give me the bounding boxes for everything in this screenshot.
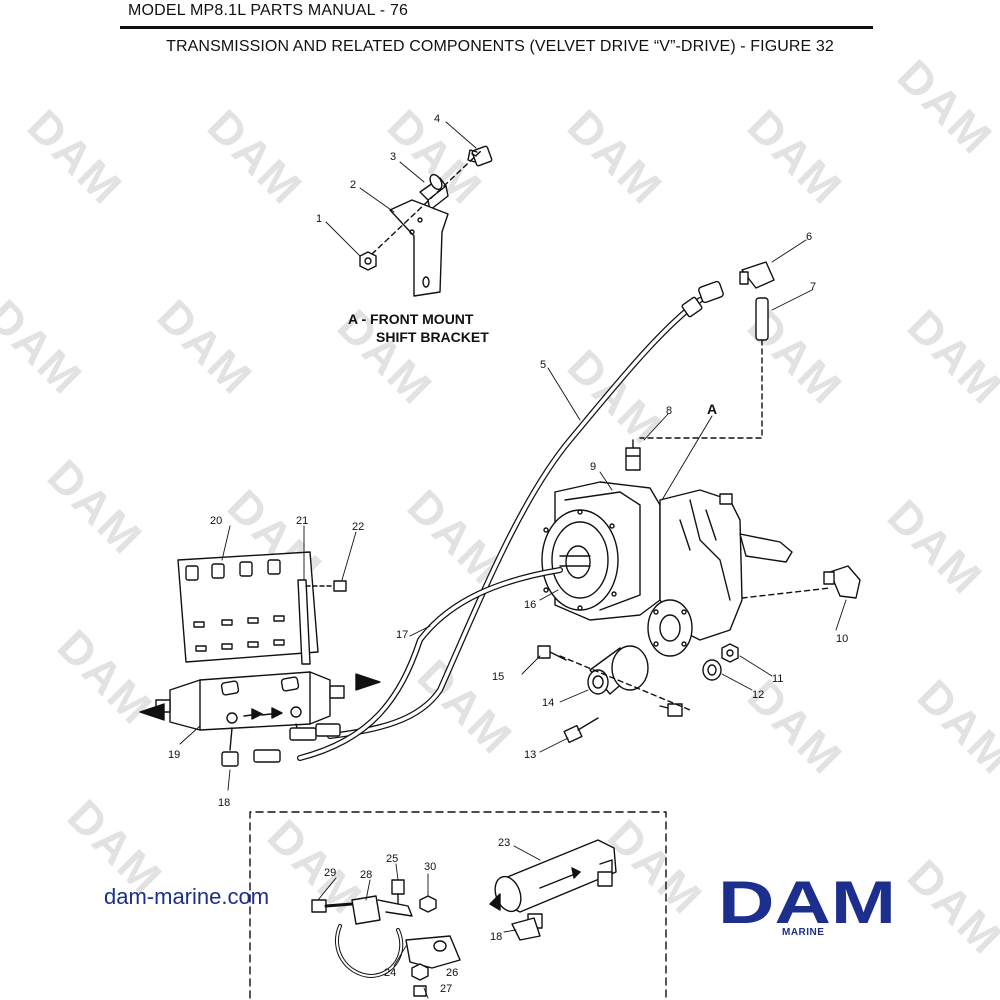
callout-9: 9 (590, 461, 596, 473)
transmission-housing (541, 439, 743, 657)
screw-part-22 (305, 580, 347, 592)
callout-23: 23 (498, 837, 510, 849)
callout-21: 21 (296, 515, 308, 527)
callout-3: 3 (390, 151, 396, 163)
figure-title: TRANSMISSION AND RELATED COMPONENTS (VEL… (166, 38, 834, 55)
clamp-assembly (311, 879, 461, 997)
callout-5: 5 (540, 359, 546, 371)
hose-part-5 (327, 280, 724, 739)
callout-4: 4 (434, 113, 440, 125)
callout-25: 25 (386, 853, 398, 865)
callout-20: 20 (210, 515, 222, 527)
elbow-fitting-part-6 (739, 261, 775, 289)
header-rule (120, 26, 873, 29)
fitting-part-10 (739, 533, 861, 599)
strap-part-21 (297, 579, 311, 665)
flow-arrows (139, 673, 381, 721)
callout-10: 10 (836, 633, 848, 645)
callout-19: 19 (168, 749, 180, 761)
callout-24: 24 (384, 967, 396, 979)
callout-12: 12 (752, 689, 764, 701)
shift-bracket-detail (359, 145, 493, 297)
callout-2: 2 (350, 179, 356, 191)
mounting-plate-part-20 (177, 551, 319, 663)
bolt-part-15 (537, 645, 567, 661)
callout-7: 7 (810, 281, 816, 293)
elbow-fitting-part-18-inset (511, 917, 541, 941)
callout-1: 1 (316, 213, 322, 225)
callout-22: 22 (352, 521, 364, 533)
bracket-part-2 (389, 199, 449, 297)
callout-14: 14 (542, 697, 554, 709)
view-label-a-line1: A - FRONT MOUNT (348, 311, 474, 327)
callout-29: 29 (324, 867, 336, 879)
bolt-part-4 (467, 145, 493, 167)
callout-11: 11 (772, 673, 783, 685)
callout-13: 13 (524, 749, 536, 761)
page-header: MODEL MP8.1L PARTS MANUAL - 76 TRANSMISS… (0, 0, 1000, 70)
dam-marine-logo: DAM (718, 875, 896, 936)
nut-part-11 (721, 643, 739, 663)
coupler-part-14 (587, 645, 649, 695)
sender-part-8 (625, 439, 641, 471)
hose-fittings-cooler (221, 723, 341, 767)
callout-18-inset: 18 (490, 931, 502, 943)
nut-part-1 (359, 251, 377, 271)
hose-part-17 (297, 567, 563, 761)
manual-title: MODEL MP8.1L PARTS MANUAL - 76 (128, 2, 409, 19)
washer-part-12 (702, 659, 722, 681)
leader-lines (179, 121, 847, 999)
callout-8: 8 (666, 405, 672, 417)
callout-30: 30 (424, 861, 436, 873)
callout-18: 18 (218, 797, 230, 809)
callout-numbers: 1 2 3 4 5 6 7 8 9 10 11 12 13 14 15 16 1… (168, 113, 848, 995)
callout-6: 6 (806, 231, 812, 243)
reference-letter-a: A (707, 401, 717, 417)
cooler-part-23 (489, 839, 617, 929)
logo-subtitle: MARINE (782, 927, 825, 938)
pipe-part-7 (755, 297, 769, 341)
bolt-part-13 (563, 717, 599, 744)
view-label-a-line2: SHIFT BRACKET (376, 329, 489, 345)
callout-27: 27 (440, 983, 452, 995)
callout-15: 15 (492, 671, 504, 683)
callout-17: 17 (396, 629, 408, 641)
website-link[interactable]: dam-marine.com (104, 884, 270, 909)
nut-bolt-lower (659, 703, 683, 717)
logo-wordmark: DAM (718, 875, 896, 936)
callout-28: 28 (360, 869, 372, 881)
callout-26: 26 (446, 967, 458, 979)
callout-16: 16 (524, 599, 536, 611)
